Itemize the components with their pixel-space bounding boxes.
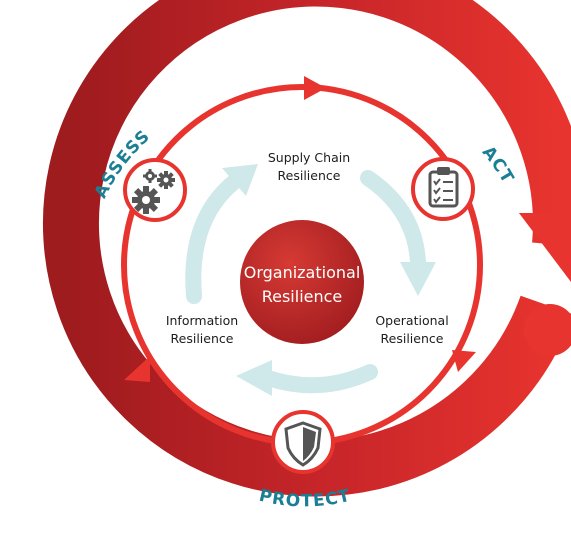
inner-arrowhead-right	[452, 350, 476, 372]
gears-icon	[132, 169, 175, 214]
information-to-supply-arrowhead	[222, 164, 258, 196]
inner-arrowhead-top	[304, 76, 326, 100]
clipboard-checklist-icon	[428, 167, 459, 208]
supply-to-operational-arrow	[360, 170, 426, 270]
shield-icon	[284, 421, 322, 467]
protect-node	[271, 410, 335, 474]
continual-improvement-ring	[42, 0, 571, 497]
organizational-resilience-circle	[240, 220, 364, 344]
supply-chain-label-line2: Resilience	[278, 168, 341, 183]
supply-chain-label-line1: Supply Chain	[268, 150, 350, 165]
operational-to-information-arrowhead	[236, 360, 272, 396]
assess-node	[123, 158, 187, 222]
information-label-line1: Information	[166, 313, 238, 328]
continual-improvement-ring-end	[524, 304, 571, 356]
act-node	[411, 157, 475, 221]
continual-improvement-arrowhead	[519, 213, 571, 282]
information-to-supply-arrow	[185, 174, 242, 304]
center-label-line1: Organizational	[244, 263, 361, 282]
operational-label-line1: Operational	[375, 313, 448, 328]
center-label-line2: Resilience	[262, 287, 343, 306]
operational-label-line2: Resilience	[381, 331, 444, 346]
operational-to-information-arrow	[260, 364, 378, 394]
information-label-line2: Resilience	[171, 331, 234, 346]
supply-to-operational-arrowhead	[400, 262, 436, 296]
inner-arrowhead-left	[124, 356, 150, 382]
act-label: ACT	[478, 142, 518, 187]
